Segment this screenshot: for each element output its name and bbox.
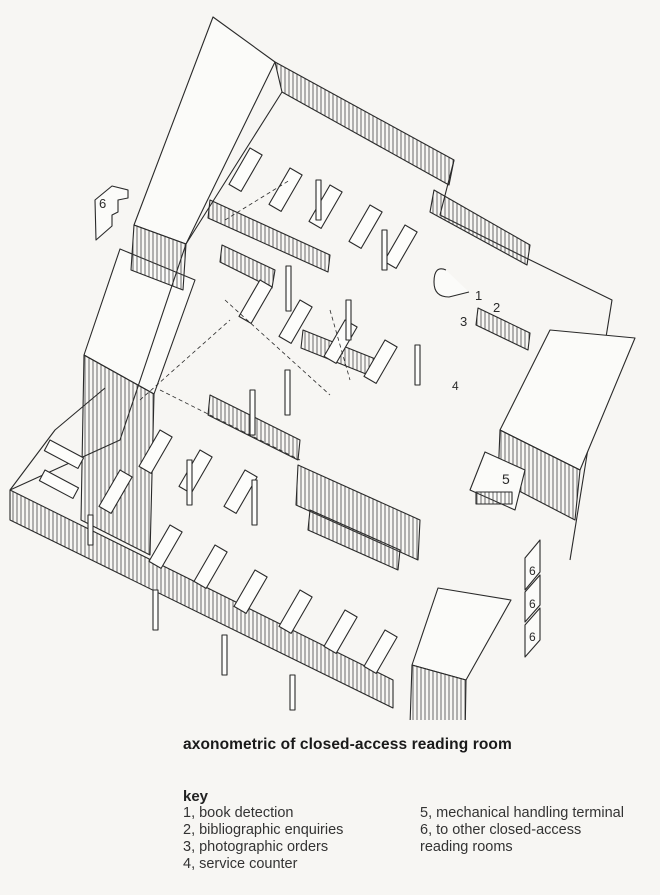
key-item: 1, book detection <box>183 805 294 821</box>
label-1: 1 <box>475 288 482 303</box>
service-counter-4 <box>433 268 470 298</box>
south-wall <box>9 489 394 709</box>
axonometric-drawing: 1 2 3 4 5 6 6 6 6 <box>9 16 636 720</box>
label-6-right-b: 6 <box>529 597 536 611</box>
key-item: 4, service counter <box>183 856 298 872</box>
exit-arrow-6b <box>524 574 541 623</box>
label-6-right-a: 6 <box>529 564 536 578</box>
upper-block-roof <box>133 16 276 245</box>
label-5: 5 <box>502 471 510 487</box>
label-6-left: 6 <box>99 196 106 211</box>
key-column-left: 1, book detection 2, bibliographic enqui… <box>183 805 420 873</box>
key-title: key <box>183 788 209 805</box>
label-3: 3 <box>460 314 467 329</box>
label-6-right-c: 6 <box>529 630 536 644</box>
label-2: 2 <box>493 300 500 315</box>
columns <box>87 179 421 711</box>
label-4: 4 <box>452 379 459 393</box>
exit-arrow-6c <box>524 607 541 658</box>
key-item: 5, mechanical handling terminal <box>420 805 624 821</box>
figure-caption: axonometric of closed-access reading roo… <box>183 736 512 753</box>
key-legend: key 1, book detection 2, bibliographic e… <box>183 788 643 873</box>
south-tower-roof <box>411 587 512 681</box>
floor-outline <box>9 91 283 491</box>
key-item: 2, bibliographic enquiries <box>183 822 344 838</box>
north-wall <box>274 61 455 186</box>
key-item: 6, to other closed-access reading rooms <box>420 822 582 855</box>
key-item: 3, photographic orders <box>183 839 329 855</box>
exit-arrow-6-left <box>94 185 129 241</box>
key-column-right: 5, mechanical handling terminal 6, to ot… <box>420 805 630 873</box>
exit-arrow-6a <box>524 539 541 591</box>
